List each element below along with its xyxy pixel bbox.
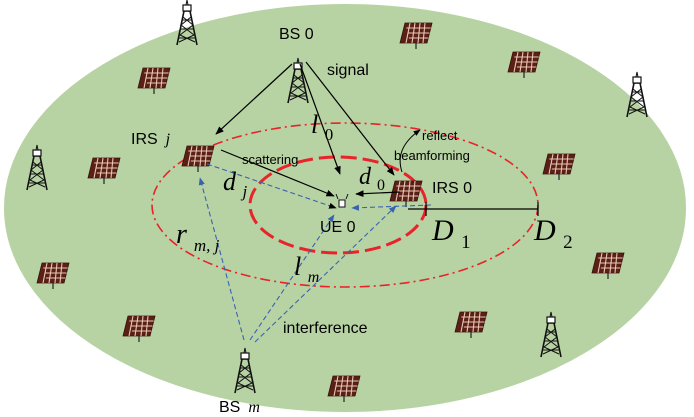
reflect-label: reflect (422, 128, 458, 143)
beamforming-label: beamforming (394, 148, 470, 163)
irs0-label: IRS 0 (432, 180, 472, 197)
lm-label: l m (294, 252, 319, 286)
l0-label: l 0 (311, 110, 333, 144)
distance-lines (408, 202, 539, 216)
signal-label: signal (327, 62, 369, 79)
signal-arrows (215, 61, 421, 198)
d1-label: D 1 (431, 214, 471, 253)
coverage-region (2, 2, 688, 414)
interference-label: interference (283, 320, 368, 337)
interference-arrows (198, 163, 432, 343)
dj-label: d j (223, 167, 248, 201)
scattering-label: scattering (242, 152, 298, 167)
ue0-icon (335, 193, 349, 208)
tower-icon (176, 0, 198, 46)
bsm-label: BS m (219, 399, 260, 416)
bs0-label: BS 0 (279, 26, 314, 43)
d0-label: d 0 (359, 164, 385, 194)
rmj-label: r m, j (176, 219, 220, 255)
d2-label: D 2 (533, 214, 573, 253)
irsj-label: IRS j (131, 131, 171, 148)
ue0-label: UE 0 (320, 219, 356, 236)
